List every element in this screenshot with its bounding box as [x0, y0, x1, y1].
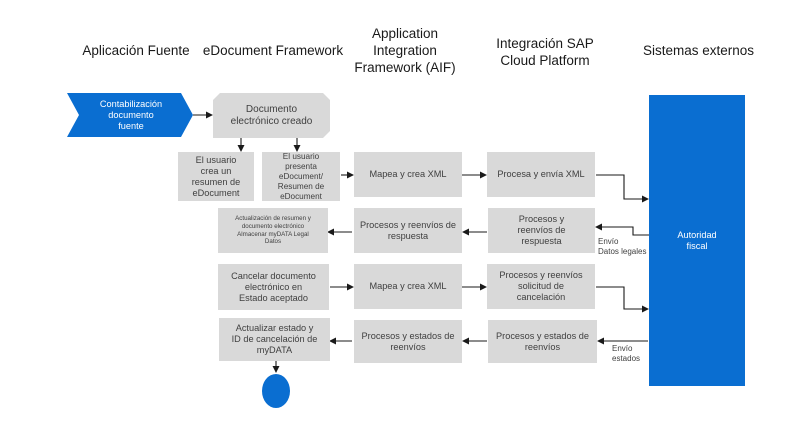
- edge-label-envio-estados-line-1: Envío: [612, 344, 633, 353]
- end-circle: [262, 374, 290, 408]
- header-aif-line-2: Integration: [373, 43, 437, 58]
- node-autoridad-fiscal-line-1: Autoridad: [677, 230, 717, 240]
- node-procesos-reenvios-respuesta-1: Procesos y reenvíos de respuesta: [354, 208, 462, 253]
- node-cancelar-documento-line-2: electrónico en: [244, 281, 303, 292]
- node-procesos-reenvios-cancelacion: Procesos y reenvíos solicitud de cancela…: [487, 264, 595, 309]
- node-autoridad-fiscal: Autoridad fiscal: [649, 225, 745, 257]
- node-procesos-estados-1-line-2: reenvíos: [390, 341, 426, 352]
- node-cancelar-documento: Cancelar documento electrónico en Estado…: [218, 264, 329, 310]
- arrow-cancelacion-to-autoridad: [596, 286, 649, 313]
- node-actualizacion-resumen-line-3: Almacenar myDATA Legal: [237, 230, 309, 238]
- node-usuario-presenta-line-3: eDocument/: [278, 171, 324, 181]
- node-actualizacion-resumen-line-4: Datos: [264, 238, 282, 246]
- header-edocument-framework: eDocument Framework: [202, 43, 344, 58]
- header-sap-cloud: Integración SAP Cloud Platform: [480, 35, 610, 69]
- node-procesos-estados-2: Procesos y estados de reenvíos: [488, 320, 597, 363]
- edge-label-envio-datos: Envío Datos legales: [598, 237, 650, 257]
- node-actualizacion-resumen: Actualización de resumen y documento ele…: [218, 208, 328, 253]
- node-actualizacion-resumen-line-1: Actualización de resumen y: [235, 215, 311, 223]
- arrow-autoridad-to-procesos-respuesta: [595, 223, 649, 236]
- header-aif: Application Integration Framework (AIF): [350, 25, 460, 76]
- node-usuario-crea: El usuario crea un resumen de eDocument: [178, 152, 254, 201]
- node-usuario-crea-line-4: eDocument: [192, 187, 240, 198]
- node-procesos-reenvios-cancelacion-line-2: solicitud de: [518, 281, 564, 291]
- edge-label-envio-estados: Envío estados: [612, 344, 648, 364]
- node-procesos-reenvios-respuesta-2-line-1: Procesos y: [518, 214, 565, 224]
- node-cancelar-documento-line-3: Estado aceptado: [239, 292, 308, 303]
- edge-label-envio-datos-line-1: Envío: [598, 237, 619, 246]
- node-contabilizacion-line-1: Contabilización: [99, 98, 163, 109]
- node-usuario-crea-line-1: El usuario: [195, 154, 237, 165]
- node-usuario-presenta-line-5: eDocument: [280, 191, 322, 201]
- node-procesos-estados-2-line-2: reenvíos: [524, 341, 561, 352]
- node-usuario-presenta-line-1: El usuario: [282, 151, 320, 161]
- node-documento-creado-line-2: electrónico creado: [230, 116, 313, 127]
- node-documento-creado: Documento electrónico creado: [215, 95, 328, 137]
- node-procesos-reenvios-respuesta-2-line-3: respuesta: [521, 236, 562, 246]
- node-procesos-reenvios-respuesta-2: Procesos y reenvíos de respuesta: [488, 208, 595, 253]
- node-procesa-envia: Procesa y envía XML: [487, 152, 595, 197]
- node-procesos-estados-1-line-1: Procesos y estados de: [361, 330, 455, 341]
- node-contabilizacion-line-2: documento: [108, 109, 154, 120]
- node-actualizar-estado-line-2: ID de cancelación de: [231, 334, 318, 344]
- node-contabilizacion: Contabilización documento fuente: [82, 95, 180, 135]
- node-contabilizacion-line-3: fuente: [118, 120, 144, 131]
- node-actualizacion-resumen-line-2: documento electrónico: [241, 222, 305, 230]
- documento-creado-shape: [213, 93, 330, 138]
- node-procesos-reenvios-respuesta-1-line-1: Procesos y reenvíos de: [359, 219, 456, 230]
- node-autoridad-fiscal-line-2: fiscal: [686, 241, 708, 251]
- edge-label-envio-datos-line-2: Datos legales: [598, 247, 647, 256]
- node-procesos-estados-2-line-1: Procesos y estados de: [496, 330, 589, 341]
- header-aif-line-3: Framework (AIF): [354, 60, 456, 75]
- node-procesos-estados-1: Procesos y estados de reenvíos: [354, 320, 462, 363]
- node-documento-creado-line-1: Documento: [245, 103, 298, 115]
- node-procesos-reenvios-cancelacion-line-1: Procesos y reenvíos: [499, 270, 583, 280]
- node-actualizar-estado-line-1: Actualizar estado y: [235, 323, 314, 333]
- chevron-contabilizacion-shape: [67, 93, 193, 137]
- autoridad-fiscal-shape: [649, 95, 745, 386]
- node-procesos-reenvios-cancelacion-line-3: cancelación: [516, 292, 566, 302]
- header-source-app: Aplicación Fuente: [82, 43, 190, 58]
- node-mapea-crea-1: Mapea y crea XML: [354, 152, 462, 197]
- edge-label-envio-estados-line-2: estados: [612, 354, 641, 363]
- node-actualizar-estado-line-3: myDATA: [256, 345, 293, 355]
- header-sap-cloud-line-2: Cloud Platform: [500, 53, 590, 68]
- node-usuario-presenta-line-4: Resumen de: [277, 181, 325, 191]
- header-aif-line-1: Application: [371, 26, 439, 41]
- node-usuario-crea-line-3: resumen de: [191, 176, 241, 187]
- node-usuario-crea-line-2: crea un: [200, 165, 232, 176]
- node-usuario-presenta: El usuario presenta eDocument/ Resumen d…: [262, 152, 340, 201]
- header-sap-cloud-line-1: Integración SAP: [496, 36, 594, 51]
- header-external-systems: Sistemas externos: [642, 43, 755, 58]
- node-procesos-reenvios-respuesta-2-line-2: reenvíos de: [517, 225, 566, 235]
- arrow-procesa-to-autoridad: [596, 174, 649, 203]
- node-actualizar-estado: Actualizar estado y ID de cancelación de…: [219, 318, 330, 361]
- node-usuario-presenta-line-2: presenta: [285, 161, 317, 171]
- node-mapea-crea-2: Mapea y crea XML: [354, 264, 462, 309]
- node-cancelar-documento-line-1: Cancelar documento: [231, 270, 316, 281]
- node-procesos-reenvios-respuesta-1-line-2: respuesta: [387, 230, 429, 241]
